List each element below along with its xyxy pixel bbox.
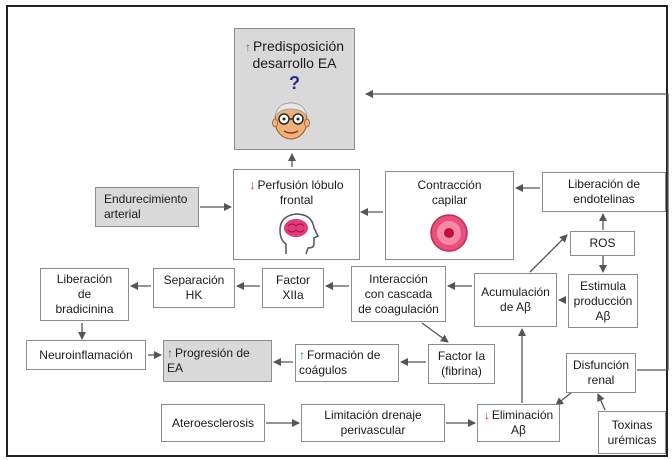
liberacion-bradicinina-label: Liberación de bradicinina — [55, 272, 114, 316]
increase-indicator-icon: ↑ — [167, 346, 173, 360]
elderly-face-icon — [272, 102, 310, 140]
box-separacion-hk: Separación HK — [153, 268, 235, 308]
arrow-interaccion-factoria — [421, 322, 449, 343]
box-disfuncion: Disfunción renal — [566, 353, 636, 393]
box-eliminacion: ↓Eliminación Aβ — [477, 404, 560, 442]
box-perfusion: ↓Perfusión lóbulo frontal — [233, 169, 360, 260]
ateroesclerosis-label: Ateroesclerosis — [171, 415, 255, 430]
increase-indicator-icon: ↑ — [299, 348, 305, 362]
contraccion-label: Contracción capilar — [417, 178, 482, 207]
eliminacion-label: Eliminación Aβ — [491, 408, 554, 437]
box-neuroinflamacion: Neuroinflamación — [26, 340, 146, 370]
increase-indicator-icon: ↑ — [244, 40, 251, 54]
box-endurecimiento: Endurecimiento arterial — [95, 187, 199, 227]
arrow-acumulacion-ros — [529, 234, 568, 273]
factor-ia-label: Factor Ia (fibrina) — [437, 349, 486, 378]
arrow-disfuncion-predisposicion — [365, 90, 669, 371]
box-estimula: Estimula producción Aβ — [568, 274, 638, 328]
formacion-label: Formación de coágulos — [299, 348, 381, 377]
box-interaccion: Interacción con cascada de coagulación — [351, 266, 446, 322]
disfuncion-label: Disfunción renal — [572, 358, 630, 387]
box-factor-ia: Factor Ia (fibrina) — [428, 344, 495, 384]
box-ateroesclerosis: Ateroesclerosis — [161, 404, 265, 442]
box-factor-xiia: Factor XIIa — [262, 268, 324, 308]
endurecimiento-label: Endurecimiento arterial — [104, 192, 188, 221]
capillary-ring-icon — [430, 214, 468, 252]
ros-label: ROS — [589, 236, 616, 250]
decrease-indicator-icon: ↓ — [249, 178, 256, 192]
box-ros: ROS — [570, 231, 635, 256]
box-liberacion-bradicinina: Liberación de bradicinina — [40, 268, 129, 321]
box-progresion: ↑Progresión de EA — [163, 340, 272, 382]
decrease-indicator-icon: ↓ — [483, 408, 490, 422]
arrow-toxinas-disfuncion — [597, 393, 606, 411]
estimula-label: Estimula producción Aβ — [573, 278, 633, 323]
toxinas-label: Toxinas urémicas — [607, 417, 657, 447]
perfusion-label: Perfusión lóbulo frontal — [257, 178, 344, 207]
interaccion-label: Interacción con cascada de coagulación — [358, 271, 439, 316]
predisposicion-label: Predisposición desarrollo EA — [252, 38, 345, 71]
arrow-disfuncion-eliminacion — [555, 391, 573, 406]
neuroinflamacion-label: Neuroinflamación — [39, 347, 133, 362]
acumulacion-label: Acumulación de Aβ — [481, 285, 550, 314]
box-acumulacion: Acumulación de Aβ — [474, 273, 557, 327]
limitacion-label: Limitación drenaje perivascular — [324, 408, 422, 437]
question-mark: ? — [289, 73, 300, 93]
brain-head-icon — [279, 213, 320, 255]
factor-xiia-label: Factor XIIa — [275, 273, 310, 302]
liberacion-endotelinas-label: Liberación de endotelinas — [567, 177, 641, 206]
box-limitacion: Limitación drenaje perivascular — [301, 404, 445, 442]
progresion-label: Progresión de EA — [167, 346, 250, 375]
box-toxinas: Toxinas urémicas — [598, 411, 666, 454]
box-liberacion-endotelinas: Liberación de endotelinas — [542, 172, 666, 212]
box-formacion: ↑Formación de coágulos — [295, 344, 399, 382]
separacion-hk-label: Separación HK — [163, 273, 225, 302]
